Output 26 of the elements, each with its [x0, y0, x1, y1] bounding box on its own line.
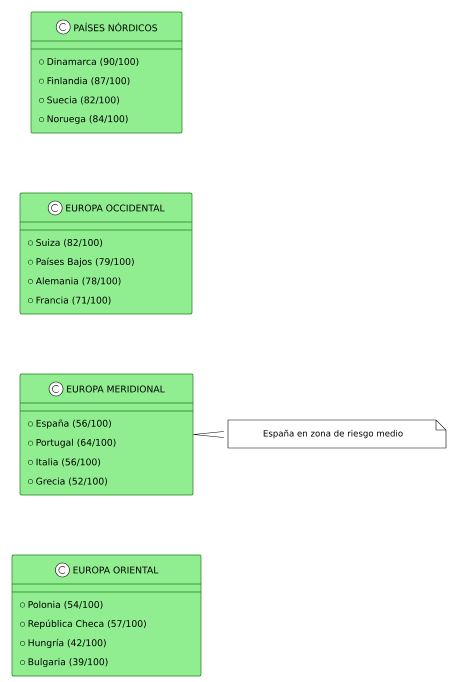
attribute: Italia (56/100) — [28, 458, 100, 466]
class-name: EUROPA OCCIDENTAL — [66, 204, 165, 212]
attribute: Alemania (78/100) — [28, 277, 120, 286]
attribute: España (56/100) — [28, 419, 111, 429]
class-box — [20, 192, 192, 314]
attribute: Noruega (84/100) — [39, 115, 128, 124]
attribute: Finlandia (87/100) — [39, 77, 130, 86]
class-name: EUROPA ORIENTAL — [74, 566, 158, 574]
class-box — [30, 12, 182, 134]
attribute: Polonia (54/100) — [20, 600, 102, 610]
class-name: EUROPA MERIDIONAL — [67, 386, 165, 392]
attribute: Francia (71/100) — [28, 296, 110, 305]
note: España en zona de riesgo medio — [228, 420, 446, 448]
class-box — [20, 374, 194, 496]
attribute: Grecia (52/100) — [28, 478, 107, 486]
attribute: Países Bajos (79/100) — [28, 258, 134, 267]
attribute: Suiza (82/100) — [28, 238, 102, 248]
attribute: Bulgaria (39/100) — [20, 658, 108, 668]
attribute: República Checa (57/100) — [20, 620, 146, 629]
class-box — [12, 554, 202, 676]
attribute: Portugal (64/100) — [28, 438, 116, 448]
attribute: Dinamarca (90/100) — [39, 58, 138, 66]
note-pointer — [193, 431, 224, 438]
attribute: Suecia (82/100) — [39, 96, 119, 104]
class-name: PAÍSES NÓRDICOS — [74, 22, 158, 32]
attribute: Hungría (42/100) — [20, 638, 106, 648]
